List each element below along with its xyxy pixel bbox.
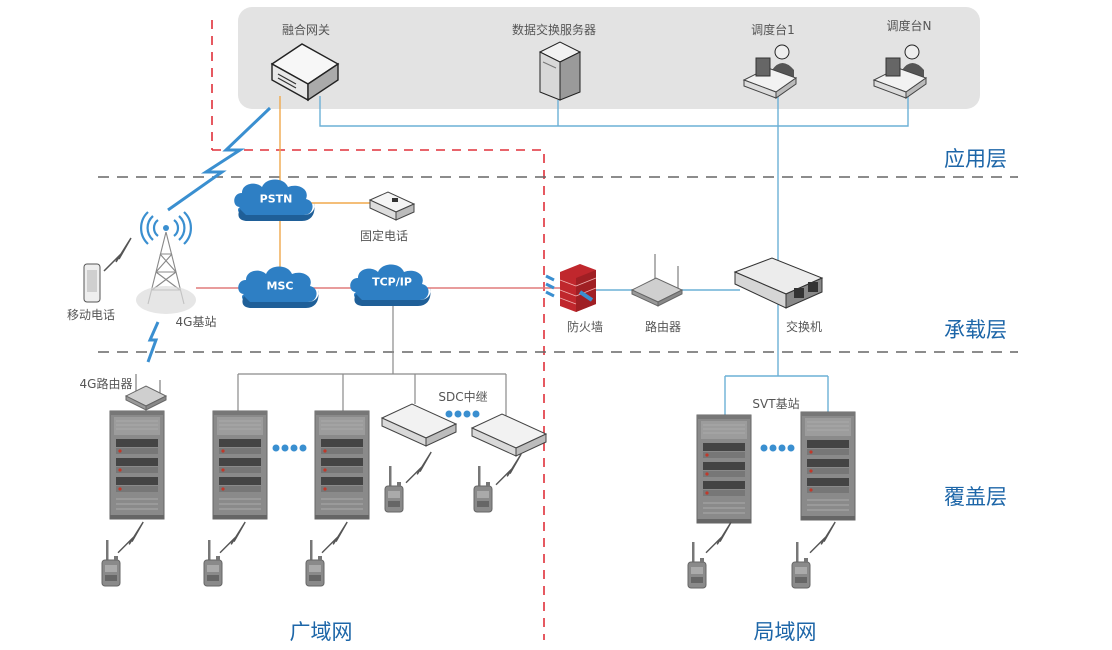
dispatcher-console-icon — [872, 44, 928, 99]
fixed-phone-label: 固定电话 — [359, 229, 409, 243]
wireless-bolt-icon — [117, 521, 144, 554]
svt-base-station-rack-icon — [800, 411, 856, 521]
router-4g-icon — [124, 374, 168, 411]
ellipsis-dots-icon — [445, 410, 480, 418]
wireless-bolt-icon — [219, 521, 246, 554]
gateway-box-icon — [270, 43, 340, 102]
console1-label: 调度台1 — [751, 23, 795, 37]
sdc-repeater-icon — [471, 413, 547, 457]
fixed-phone-icon — [368, 191, 416, 221]
cell-tower-icon — [136, 211, 196, 314]
wireless-link-bolt-icon — [167, 106, 272, 212]
wireless-bolt-icon — [321, 521, 348, 554]
layer-label-coverage: 覆盖层 — [944, 485, 1007, 509]
walkie-talkie-icon — [384, 465, 404, 513]
wireless-bolt-icon — [705, 521, 732, 554]
sdc-repeater-label: SDC中继 — [438, 390, 488, 404]
wireless-bolt-icon — [809, 521, 836, 554]
ellipsis-dots-icon — [760, 444, 795, 452]
tcpip-label: TCP/IP — [372, 275, 412, 289]
ellipsis-dots-icon — [272, 444, 307, 452]
bs4g-label: 4G基站 — [175, 315, 217, 329]
wireless-bolt-icon — [103, 237, 132, 272]
sdc-repeater-icon — [381, 403, 457, 447]
wan-boundary-line — [211, 20, 545, 640]
walkie-talkie-icon — [305, 539, 325, 587]
lan-tree-lines — [724, 300, 829, 415]
switch-label: 交换机 — [785, 320, 823, 334]
wireless-bolt-icon — [405, 451, 432, 484]
network-label-wan: 广域网 — [289, 620, 353, 644]
router-icon — [630, 254, 684, 307]
base-station-rack-icon — [212, 410, 268, 520]
network-label-lan: 局域网 — [753, 620, 817, 644]
wan-tree-lines — [237, 300, 507, 420]
pstn-label: PSTN — [259, 192, 293, 206]
data-server-label: 数据交换服务器 — [511, 23, 597, 37]
mobile-phone-icon — [83, 263, 101, 303]
walkie-talkie-icon — [791, 541, 811, 589]
firewall-label: 防火墙 — [566, 320, 604, 334]
switch-icon — [733, 257, 824, 309]
gateway-label: 融合网关 — [281, 23, 331, 37]
base-station-rack-icon — [314, 410, 370, 520]
walkie-talkie-icon — [203, 539, 223, 587]
tower-server-icon — [538, 41, 582, 101]
base-station-rack-icon — [109, 410, 165, 520]
mobile-phone-label: 移动电话 — [66, 308, 116, 322]
walkie-talkie-icon — [687, 541, 707, 589]
wireless-link-bolt-icon — [146, 321, 160, 363]
router-label: 路由器 — [644, 320, 682, 334]
router4g-label: 4G路由器 — [79, 377, 133, 391]
application-panel — [238, 7, 980, 109]
walkie-talkie-icon — [101, 539, 121, 587]
svt-base-station-label: SVT基站 — [752, 397, 800, 411]
svt-base-station-rack-icon — [696, 414, 752, 524]
layer-label-application: 应用层 — [944, 147, 1007, 171]
dispatcher-console-icon — [742, 44, 798, 99]
layer-label-bearer: 承载层 — [944, 318, 1007, 342]
firewall-icon — [545, 264, 597, 312]
msc-label: MSC — [266, 279, 294, 293]
consoleN-label: 调度台N — [886, 19, 932, 33]
walkie-talkie-icon — [473, 465, 493, 513]
wireless-bolt-icon — [495, 453, 522, 486]
app-link-lines — [319, 96, 909, 262]
